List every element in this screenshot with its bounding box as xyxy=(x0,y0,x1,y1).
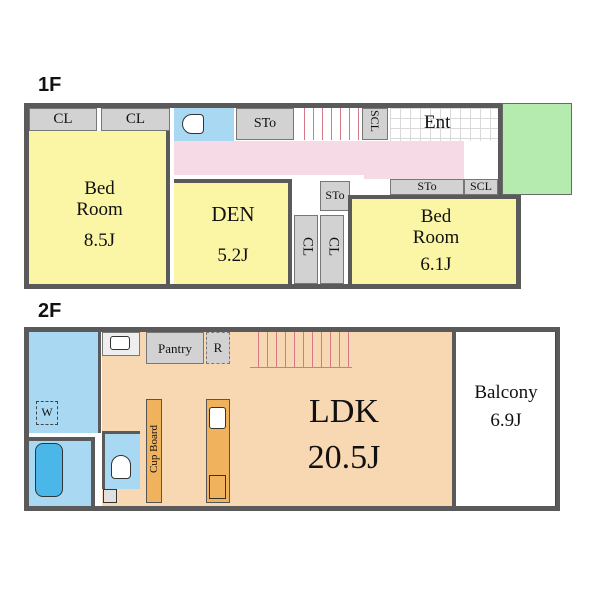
stairs-1f xyxy=(296,108,360,140)
washer-box xyxy=(36,401,58,425)
kitchen-sink-icon xyxy=(209,407,226,429)
den-size: 5.2J xyxy=(217,245,249,266)
wall-2f-bottom xyxy=(24,506,560,511)
wall-1f-entry-side xyxy=(498,103,502,195)
floor-label-2f: 2F xyxy=(38,300,62,322)
ldk-name: LDK xyxy=(309,393,379,430)
storage-sto-top xyxy=(236,108,294,140)
storage-scl-vertical-label: SCL xyxy=(368,110,383,133)
wall-1f-bottom xyxy=(24,284,520,289)
floor-plan-2f: LDK 20.5J W Pantry R Cup Board Balcony 6… xyxy=(24,327,560,511)
floor-label-1f: 1F xyxy=(38,74,62,96)
bed-room-1-size: 8.5J xyxy=(83,230,116,251)
wall-2f-top xyxy=(24,327,560,332)
bathtub-icon xyxy=(35,443,63,497)
storage-sto-top-label: STo xyxy=(253,116,277,131)
storage-sto-small xyxy=(390,179,464,195)
closet-cl-center-2 xyxy=(320,215,344,284)
toilet-2f-icon xyxy=(111,455,131,479)
wall-1f-left xyxy=(24,103,29,289)
closet-cl-center-1 xyxy=(294,215,318,284)
toilet-icon xyxy=(182,114,204,134)
corridor-1f-lower xyxy=(364,141,464,179)
storage-scl-small xyxy=(464,179,498,195)
balcony xyxy=(456,332,556,506)
room-bed-room-2 xyxy=(348,195,516,284)
pantry-label: Pantry xyxy=(158,341,192,356)
refrigerator-label: R xyxy=(213,340,223,355)
closet-cl-1 xyxy=(29,108,97,131)
closet-cl-center-2-label: CL xyxy=(325,237,342,257)
wall-2f-left xyxy=(24,327,29,511)
storage-sto-center-label: STo xyxy=(325,188,345,202)
wall-2f-balcony-divider xyxy=(452,327,456,511)
entrance-tile xyxy=(390,108,498,141)
wall-1f-right-lower xyxy=(516,195,521,289)
bed-room-2-name: Bed Room xyxy=(412,206,460,248)
refrigerator xyxy=(206,332,230,364)
washroom xyxy=(29,332,101,433)
stairs-2f xyxy=(250,332,352,368)
sink-icon xyxy=(110,336,130,350)
porch xyxy=(502,103,572,195)
pantry xyxy=(146,332,204,364)
den-name: DEN xyxy=(211,202,255,226)
wall-2f-right xyxy=(556,327,560,511)
closet-cl-center-1-label: CL xyxy=(299,237,316,257)
balcony-name: Balcony xyxy=(474,382,538,403)
cup-board xyxy=(146,399,162,503)
bed-room-2-size: 6.1J xyxy=(420,254,452,275)
floor-box-icon xyxy=(103,489,117,503)
entrance-label: Ent xyxy=(424,112,451,133)
cup-board-label: Cup Board xyxy=(148,425,160,473)
room-den xyxy=(174,179,292,284)
stove-icon xyxy=(209,475,226,499)
floor-plan-1f: Bed Room 8.5J CL CL STo SCL Ent STo SCL … xyxy=(24,103,576,289)
storage-sto-small-label: STo xyxy=(417,179,437,193)
bed-room-1-name: Bed Room xyxy=(76,178,123,220)
washer-label: W xyxy=(41,405,53,419)
wall-1f-top xyxy=(24,103,502,108)
room-bed-room-1 xyxy=(29,131,170,284)
storage-scl-vertical xyxy=(362,108,388,140)
closet-cl-2 xyxy=(101,108,170,131)
storage-scl-small-label: SCL xyxy=(469,179,492,193)
closet-cl-2-label: CL xyxy=(125,111,146,127)
balcony-size: 6.9J xyxy=(490,410,522,431)
ldk-size: 20.5J xyxy=(307,439,381,476)
closet-cl-1-label: CL xyxy=(53,111,73,127)
